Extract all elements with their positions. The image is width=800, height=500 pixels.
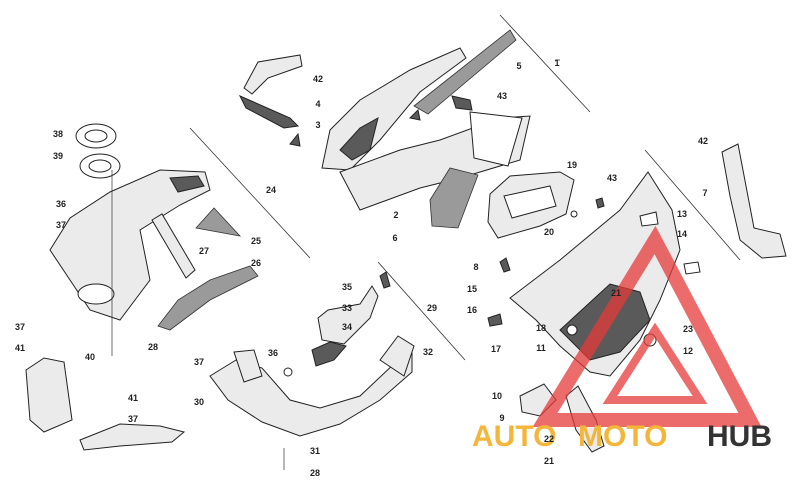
callout-c3: 3 [315, 120, 320, 130]
callout-c21b: 21 [544, 456, 554, 466]
fastener-43-right [595, 197, 605, 209]
air-box-19-inner [503, 185, 557, 219]
panel-34 [311, 341, 347, 367]
callout-c24: 24 [266, 185, 276, 195]
watermark-triangle [532, 225, 762, 427]
callout-c15: 15 [467, 284, 477, 294]
side-panel-41-left [25, 357, 73, 433]
callout-c19: 19 [567, 160, 577, 170]
callout-c28a: 28 [148, 342, 158, 352]
trim-42-right [721, 143, 787, 259]
gasket-39-inner [88, 159, 112, 173]
callout-c37d: 37 [128, 414, 138, 424]
gasket-38-inner [84, 129, 108, 143]
callout-c43b: 43 [607, 173, 617, 183]
callout-c27: 27 [199, 246, 209, 256]
vent-36-top [169, 175, 205, 193]
callout-c41a: 41 [15, 343, 25, 353]
clip-35 [379, 271, 391, 289]
callout-c26: 26 [251, 258, 261, 268]
mesh-panel-6 [429, 167, 479, 229]
callout-c32: 32 [423, 347, 433, 357]
watermark-word-moto: MOTO [578, 420, 667, 453]
callout-c2: 2 [393, 210, 398, 220]
panel-33 [317, 285, 379, 345]
callout-c14: 14 [677, 229, 687, 239]
arrow-marker-b [408, 108, 421, 121]
group-bracket-29 [377, 261, 466, 361]
bracket-42-top [238, 94, 300, 129]
callout-c33: 33 [342, 303, 352, 313]
side-panel-36 [49, 169, 211, 321]
callout-c37c: 37 [194, 357, 204, 367]
callout-c37b: 37 [15, 322, 25, 332]
callout-c11: 11 [536, 343, 546, 353]
group-bracket-24 [189, 127, 311, 259]
callout-c34: 34 [342, 322, 352, 332]
windshield-trim-42-top [243, 54, 303, 95]
washer-36-belly [283, 367, 293, 377]
callout-c42b: 42 [698, 136, 708, 146]
callout-c35: 35 [342, 282, 352, 292]
watermark-word-hub: HUB [707, 420, 772, 453]
badge-13 [639, 211, 659, 227]
watermark-triangle-inner [602, 322, 708, 404]
callout-c30: 30 [194, 397, 204, 407]
group-bracket-7 [644, 149, 741, 261]
callout-c18: 18 [536, 323, 546, 333]
callout-c40: 40 [85, 352, 95, 362]
callout-c29: 29 [427, 303, 437, 313]
fastener-16 [487, 313, 503, 327]
callout-c43a: 43 [497, 91, 507, 101]
clear-panel [469, 111, 523, 167]
callout-c20: 20 [544, 227, 554, 237]
callout-c37a: 37 [56, 220, 66, 230]
callout-c10: 10 [492, 391, 502, 401]
strap-27 [151, 213, 196, 279]
side-panel-41-lower [79, 423, 186, 451]
callout-c38: 38 [53, 129, 63, 139]
callout-c41b: 41 [128, 393, 138, 403]
callout-c13: 13 [677, 209, 687, 219]
callout-c28b: 28 [310, 468, 320, 478]
group-bracket-1 [499, 14, 591, 113]
callout-c31: 31 [310, 446, 320, 456]
badge-14 [683, 261, 701, 275]
callout-c36b: 36 [268, 348, 278, 358]
callout-c42a: 42 [313, 74, 323, 84]
fastener-43-top [451, 95, 473, 111]
clip-8 [499, 257, 511, 273]
callout-c5: 5 [516, 61, 521, 71]
callout-c17: 17 [491, 344, 501, 354]
mesh-26 [157, 265, 259, 331]
vent-3 [339, 117, 379, 161]
screen-mesh-5 [413, 29, 517, 115]
callout-c1: 1 [554, 58, 559, 68]
callout-c7: 7 [702, 188, 707, 198]
callout-c12: 12 [683, 346, 693, 356]
callout-c8: 8 [473, 262, 478, 272]
arrow-marker-a [289, 132, 301, 147]
callout-c23: 23 [683, 324, 693, 334]
callout-c16: 16 [467, 305, 477, 315]
callout-c36a: 36 [56, 199, 66, 209]
callout-c4: 4 [315, 99, 320, 109]
callout-c25: 25 [251, 236, 261, 246]
callout-c39: 39 [53, 151, 63, 161]
grommet-18 [566, 324, 578, 336]
bracket-37-belly [233, 349, 263, 383]
watermark-word-auto: AUTO [472, 420, 556, 453]
watermark-text: AUTO MOTO HUB [472, 420, 772, 453]
callout-c21a: 21 [611, 288, 621, 298]
callout-c22: 22 [544, 434, 554, 444]
mesh-25 [195, 207, 242, 237]
side-skirt-32 [379, 335, 415, 377]
grommet-20 [570, 210, 578, 218]
side-panel-port [77, 283, 115, 305]
callout-c9: 9 [499, 413, 504, 423]
callout-c6: 6 [392, 233, 397, 243]
